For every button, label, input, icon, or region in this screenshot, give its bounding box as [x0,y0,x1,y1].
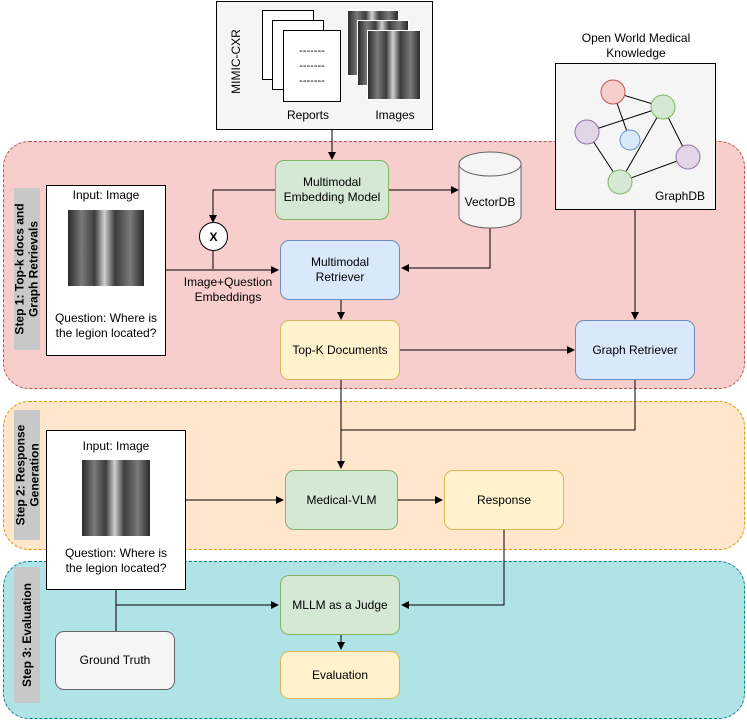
knowledge-title-line2: Knowledge [606,46,666,60]
graph-node [675,144,701,170]
response-node: Response [444,470,564,530]
node-label: Top-K Documents [292,342,388,357]
report-line: ------- [299,44,325,57]
embeddings-label: Image+Question [183,275,273,289]
evaluation-node: Evaluation [280,651,400,699]
graph-node [600,79,626,105]
node-label: Multimodal [310,255,370,269]
graph-node [619,129,641,151]
vectordb-label: VectorDB [464,195,516,209]
chest-xray-image [82,460,150,536]
node-label: Embedding Model [283,190,381,204]
vectordb-cylinder [458,151,522,229]
graph-node [607,169,633,195]
graphdb-label: GraphDB [654,189,706,203]
input2-to-judge-arrow [115,590,279,609]
top-k-documents: Top-K Documents [280,320,400,380]
embedding-to-combine-arrow [209,189,275,223]
node-label: Evaluation [311,667,369,682]
knowledge-title: Open World Medical [581,31,691,45]
graph-node [650,94,676,120]
knowledge-graph-icon [574,79,701,195]
reports-label: Reports [286,108,330,122]
dataset-name: MIMIC-CXR [226,20,246,102]
graph-node [574,119,600,145]
xray-image-icon [367,30,421,100]
report-line: ------- [299,59,325,72]
node-label: Multimodal [302,175,362,189]
embeddings-label-line2: Embeddings [194,290,262,304]
node-label: MLLM as a Judge [292,597,388,612]
combine-operator-icon: X [199,222,228,251]
report-line: ------- [299,74,325,87]
ground-truth: Ground Truth [55,631,175,690]
report-document-icon: ------- ------- ------- [283,30,341,102]
step2-label: Step 2: Response Generation [13,410,41,540]
question-text-1-line2: the legion located? [55,326,157,340]
chest-xray-image [68,210,144,286]
dataset-name-text: MIMIC-CXR [228,28,243,94]
combine-symbol: X [209,229,218,244]
input-label-2: Input: Image [82,439,150,453]
input-label-1: Input: Image [72,188,140,202]
question-text-2-line2: the legion located? [65,561,167,575]
multimodal-embedding-model: Multimodal Embedding Model [275,160,389,220]
images-label: Images [375,108,415,122]
graph-retriever-to-vlm-line [341,380,636,431]
node-label: Retriever [315,270,365,284]
question-text-2: Question: Where is [64,546,168,560]
node-label: Graph Retriever [592,342,678,357]
graph-retriever: Graph Retriever [575,320,695,380]
node-label: Response [476,492,532,507]
node-label: Ground Truth [79,653,151,667]
response-to-judge-arrow [401,530,505,609]
step1-label: Step 1: Top-k docs and Graph Retrievals [13,188,41,350]
question-text-1: Question: Where is [54,311,158,325]
vectordb-to-retriever-arrow [401,228,491,272]
medical-vlm: Medical-VLM [285,470,398,530]
multimodal-retriever: Multimodal Retriever [280,240,400,300]
node-label: Medical-VLM [306,492,377,507]
mllm-judge: MLLM as a Judge [280,575,400,635]
step3-label: Step 3: Evaluation [14,567,40,703]
